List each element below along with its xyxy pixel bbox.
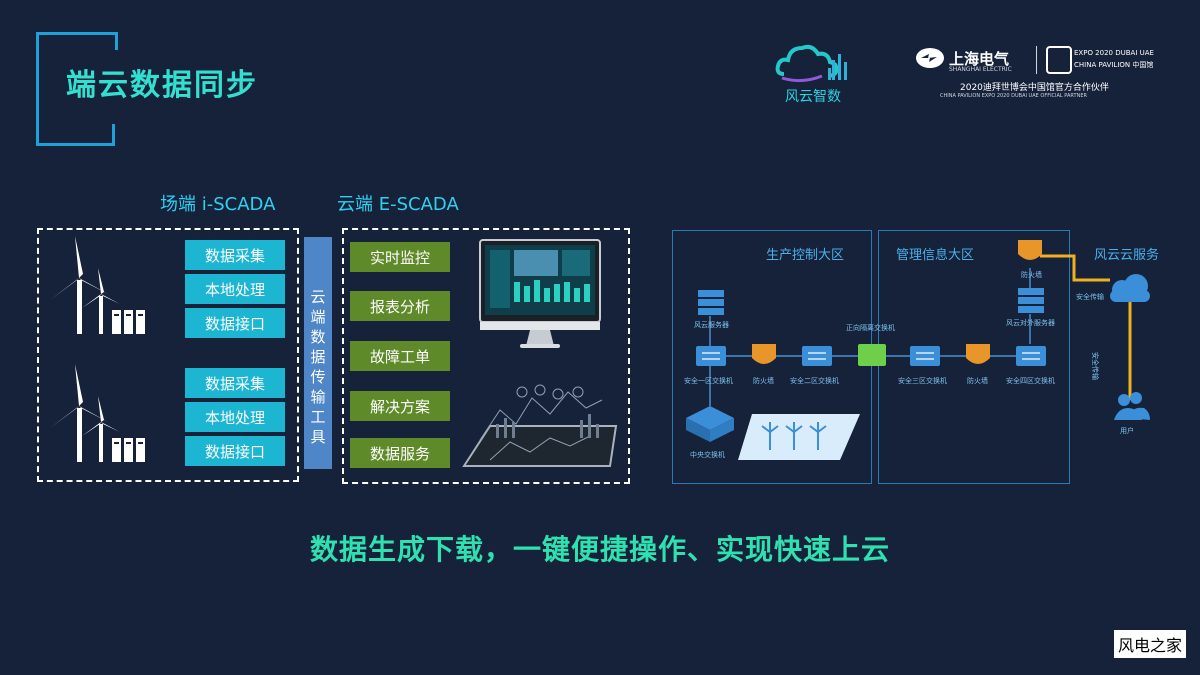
expo-line1: EXPO 2020 DUBAI UAE — [1074, 49, 1154, 57]
cloud-item-1: 实时监控 — [350, 242, 450, 272]
zone1-title: 生产控制大区 — [766, 248, 845, 263]
cloud-icon — [775, 44, 847, 83]
partner-text: 2020迪拜世博会中国馆官方合作伙伴 — [960, 83, 1109, 93]
firewall-icon — [752, 240, 1042, 364]
slogan: 数据生成下载，一键便捷操作、实现快速上云 — [309, 533, 890, 566]
central-switch-icon — [686, 406, 734, 442]
tool-char: 据 — [310, 348, 326, 366]
label-secure-transfer: 安全传输 — [1076, 293, 1104, 301]
tool-char: 数 — [310, 328, 326, 346]
user-icon — [1114, 392, 1150, 420]
title-frame — [36, 32, 118, 146]
wind-turbine-icon — [50, 364, 145, 462]
expo-logo: EXPO 2020 DUBAI UAE CHINA PAVILION 中国馆 — [1046, 46, 1176, 76]
shanghai-electric-name: 上海电气 — [949, 50, 1010, 68]
field-g1-item-2: 本地处理 — [185, 274, 285, 304]
cloud-item-5: 数据服务 — [350, 438, 450, 468]
tool-char: 传 — [310, 368, 326, 386]
tool-char: 输 — [310, 388, 326, 406]
tool-char: 工 — [310, 408, 326, 426]
cloud-item-2: 报表分析 — [350, 291, 450, 321]
transfer-tool-label: 云 端 数 据 传 输 工 具 — [304, 237, 332, 447]
label-top-firewall: 防火墙 — [1021, 271, 1042, 279]
label-central-switch: 中央交换机 — [690, 451, 725, 459]
label-firewall: 防火墙 — [753, 377, 774, 385]
server-icon — [698, 290, 724, 315]
field-g2-item-2: 本地处理 — [185, 402, 285, 432]
wind-turbine-icon — [50, 236, 145, 334]
field-g1-item-3: 数据接口 — [185, 308, 285, 338]
fengyun-logo: 风云智数 — [772, 38, 854, 105]
cloud-item-3: 故障工单 — [350, 341, 450, 371]
field-g2-item-3: 数据接口 — [185, 436, 285, 466]
field-g2-item-1: 数据采集 — [185, 368, 285, 398]
zone2-title: 管理信息大区 — [896, 248, 975, 263]
tool-char: 具 — [310, 428, 326, 446]
network-diagram — [686, 240, 1150, 460]
logo-divider — [1036, 46, 1037, 74]
label-sec2-switch: 安全二区交换机 — [790, 377, 839, 385]
label-sec1-switch: 安全一区交换机 — [684, 377, 733, 385]
label-sec4-switch: 安全四区交换机 — [1006, 377, 1055, 385]
watermark: 风电之家 — [1113, 630, 1186, 658]
switch-icon — [696, 346, 1046, 366]
tool-char: 端 — [310, 308, 326, 326]
field-side-box — [37, 228, 299, 482]
wind-farm-plate — [738, 414, 860, 460]
zone3-title: 风云云服务 — [1094, 248, 1160, 263]
expo-line2: CHINA PAVILION 中国馆 — [1074, 61, 1154, 69]
cabinet-icon — [112, 310, 145, 334]
label-fy-ext-server: 风云对外服务器 — [1006, 319, 1055, 327]
field-g1-item-1: 数据采集 — [185, 240, 285, 270]
shanghai-electric-en: SHANGHAI ELECTRIC — [949, 66, 1012, 73]
label-user: 用户 — [1120, 427, 1134, 435]
isolation-switch-icon — [858, 344, 886, 366]
monitor-icon — [479, 239, 601, 348]
cloud-side-label: 云端 E-SCADA — [337, 194, 459, 215]
shanghai-electric-logo: 上海电气 SHANGHAI ELECTRIC — [915, 46, 1035, 76]
cloud-side-box — [342, 228, 630, 484]
cabinet-icon — [112, 438, 145, 462]
wind-turbine-icon — [761, 422, 827, 450]
cloud-service-icon — [1110, 274, 1150, 302]
cloud-item-4: 解决方案 — [350, 391, 450, 421]
label-secure-transfer-2: 安全传输 — [1091, 352, 1099, 380]
label-firewall2: 防火墙 — [967, 377, 988, 385]
china-pavilion-icon — [1046, 46, 1072, 74]
field-side-label: 场端 i-SCADA — [160, 194, 276, 215]
label-fy-server: 风云服务器 — [694, 321, 729, 329]
partner-text-en: CHINA PAVILION EXPO 2020 DUBAI UAE OFFIC… — [940, 93, 1087, 99]
page-title: 端云数据同步 — [66, 68, 258, 103]
shanghai-electric-icon — [916, 48, 944, 68]
label-sec3-switch: 安全三区交换机 — [898, 377, 947, 385]
tool-char: 云 — [310, 288, 326, 306]
transfer-tool-bar: 云 端 数 据 传 输 工 具 — [304, 237, 332, 469]
fengyun-logo-text: 风云智数 — [785, 89, 841, 105]
tablet-charts-icon — [462, 384, 618, 467]
server-icon — [1018, 288, 1044, 313]
label-isolation: 正向隔离交换机 — [846, 324, 895, 332]
